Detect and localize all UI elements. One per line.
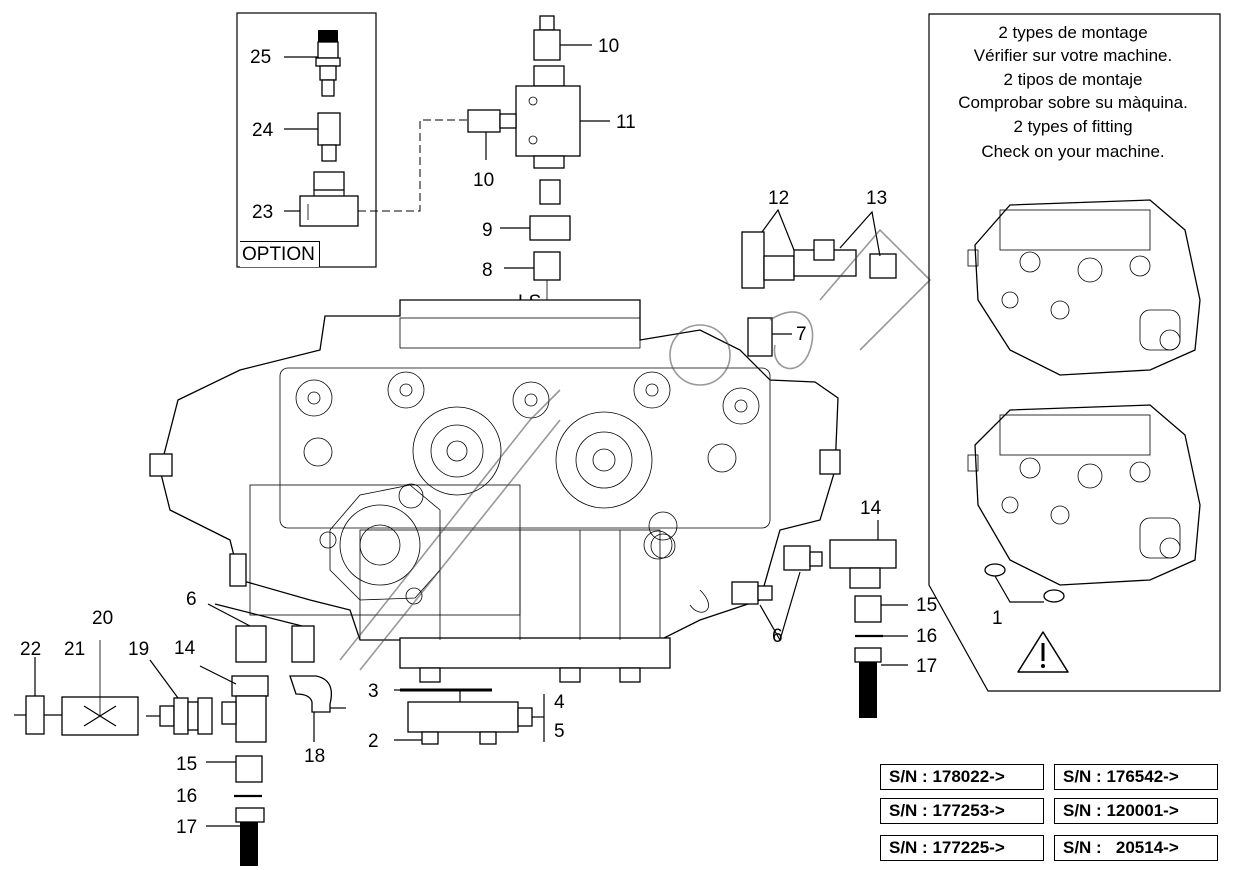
callout-6-left: 6 — [186, 589, 197, 610]
option-label: OPTION — [240, 241, 320, 267]
callout-24: 24 — [252, 120, 274, 141]
callout-21: 21 — [64, 639, 85, 660]
callout-10-side: 10 — [473, 170, 494, 191]
right-assembly: 14 15 16 17 6 — [731, 498, 937, 718]
callout-12: 12 — [768, 188, 789, 209]
valve-block — [149, 299, 841, 683]
callout-14-left: 14 — [174, 638, 196, 659]
serial-number-cell: S/N : 177225-> — [880, 835, 1044, 861]
callout-18: 18 — [304, 746, 325, 767]
part-24-adapter — [317, 112, 341, 162]
callout-7: 7 — [796, 324, 807, 345]
valve-illustration-b — [967, 404, 1201, 603]
serial-number-cell: S/N : 20514-> — [1054, 835, 1218, 861]
note-line-5: 2 types of fitting — [1013, 117, 1132, 136]
note-panel: 2 types de montage Vérifier sur votre ma… — [928, 13, 1221, 692]
note-line-1: 2 types de montage — [998, 23, 1147, 42]
watermark-strokes — [339, 228, 932, 671]
serial-number-cell: S/N : 177253-> — [880, 798, 1044, 824]
callout-1: 1 — [992, 608, 1003, 629]
top-fitting-stack: 10 11 10 9 8 LS — [467, 15, 636, 316]
callout-16-right: 16 — [916, 626, 937, 647]
callout-22: 22 — [20, 639, 41, 660]
part-25-sensor — [315, 30, 341, 97]
callout-17-right: 17 — [916, 656, 937, 677]
callout-20: 20 — [92, 608, 113, 629]
serial-number-cell: S/N : 176542-> — [1054, 764, 1218, 790]
callout-8: 8 — [482, 260, 493, 281]
callout-9: 9 — [482, 220, 493, 241]
callout-15-left: 15 — [176, 754, 197, 775]
serial-number-cell: S/N : 178022-> — [880, 764, 1044, 790]
callout-17-left: 17 — [176, 817, 197, 838]
callout-19: 19 — [128, 639, 149, 660]
callout-4: 4 — [554, 692, 565, 713]
callout-14-right: 14 — [860, 498, 882, 519]
callout-15-right: 15 — [916, 595, 937, 616]
note-line-3: 2 tipos de montaje — [1004, 70, 1143, 89]
callout-25: 25 — [250, 47, 271, 68]
note-line-6: Check on your machine. — [981, 142, 1164, 161]
callout-5: 5 — [554, 721, 565, 742]
callout-2: 2 — [368, 731, 379, 752]
serial-number-cell: S/N : 120001-> — [1054, 798, 1218, 824]
callout-11: 11 — [616, 112, 636, 133]
note-line-2: Vérifier sur votre machine. — [974, 46, 1172, 65]
callout-6-right: 6 — [772, 626, 783, 647]
callout-3: 3 — [368, 681, 379, 702]
fittings-12-13-7: 12 13 7 — [741, 188, 897, 357]
option-box: 25 24 23 — [236, 12, 377, 268]
note-line-4: Comprobar sobre su màquina. — [958, 93, 1188, 112]
valve-illustration-a — [967, 199, 1201, 376]
bottom-plate: 3 2 4 5 — [368, 681, 565, 752]
part-23-tee — [299, 171, 359, 227]
left-assembly: 6 14 20 21 22 19 15 16 17 18 — [14, 589, 346, 866]
callout-23: 23 — [252, 202, 273, 223]
callout-10-top: 10 — [598, 36, 619, 57]
callout-16-left: 16 — [176, 786, 197, 807]
callout-13: 13 — [866, 188, 887, 209]
warning-icon — [1017, 631, 1069, 673]
